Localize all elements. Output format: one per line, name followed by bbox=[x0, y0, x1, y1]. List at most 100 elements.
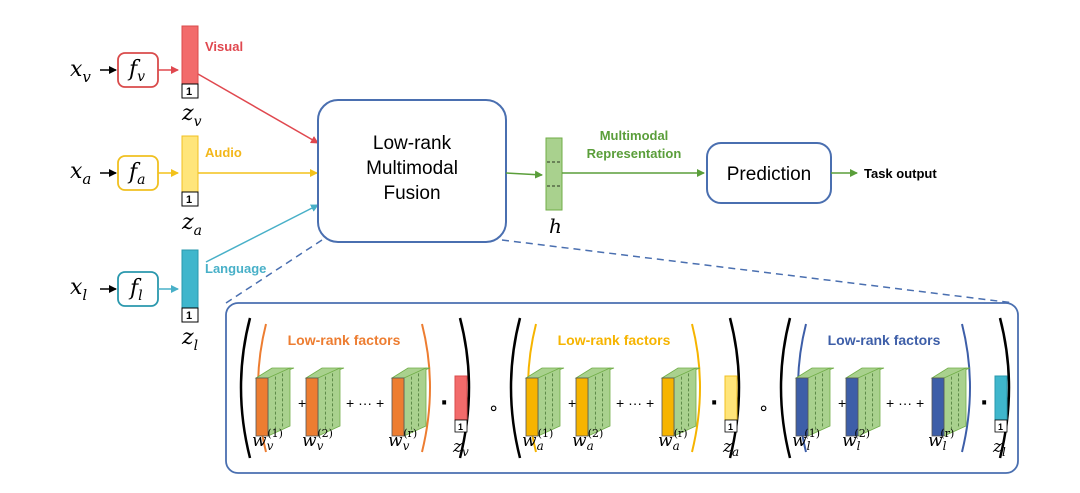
factor-slab-2-0-side bbox=[807, 367, 831, 437]
visual-to-fusion-arrow bbox=[197, 73, 319, 144]
z-vector-v bbox=[181, 25, 199, 85]
factor-title-0: Low-rank factors bbox=[288, 332, 401, 348]
outer-paren-right-2 bbox=[998, 317, 1011, 459]
factor-slab-2-2-side bbox=[943, 367, 967, 437]
dot-0: · bbox=[440, 391, 448, 416]
factor-slab-0-1-side bbox=[317, 367, 341, 437]
z-one-cell-l bbox=[181, 307, 199, 323]
w-label-1-0: wa(1) bbox=[522, 427, 553, 453]
input-x-l: xl bbox=[70, 275, 87, 304]
z-label-v: zv bbox=[181, 101, 202, 130]
outer-paren-left-0 bbox=[239, 317, 252, 459]
factor-slab-0-0-side bbox=[267, 367, 291, 437]
hadamard-op-0: ∘ bbox=[488, 398, 499, 419]
plus-dots-plus-0: + ··· + bbox=[346, 395, 384, 411]
z-one-label-l: 1 bbox=[186, 310, 192, 322]
w-label-0-0: wv(1) bbox=[252, 427, 283, 453]
plus-dots-plus-1: + ··· + bbox=[616, 395, 654, 411]
h-vector bbox=[545, 137, 563, 211]
z-label-l: zl bbox=[181, 325, 198, 354]
factor-slab-2-2-front bbox=[931, 377, 945, 437]
inner-bracket-right-1 bbox=[691, 323, 701, 453]
plus-2: + bbox=[838, 395, 846, 411]
factor-title-2: Low-rank factors bbox=[828, 332, 941, 348]
factor-slab-1-1-front bbox=[575, 377, 589, 437]
factor-slab-0-0-front bbox=[255, 377, 269, 437]
z-small-label-2: zl bbox=[992, 437, 1006, 459]
factor-slab-1-2-front bbox=[661, 377, 675, 437]
factor-slab-1-1-side bbox=[587, 367, 611, 437]
w-label-1-1: wa(2) bbox=[572, 427, 603, 453]
task-output-label: Task output bbox=[864, 166, 937, 181]
dot-2: · bbox=[980, 391, 988, 416]
zoom-line-right bbox=[501, 239, 1015, 304]
z-small-one-label-2: 1 bbox=[998, 422, 1003, 432]
factor-slab-1-0-side bbox=[537, 367, 561, 437]
z-small-label-0: zv bbox=[452, 437, 469, 459]
z-small-vector-2 bbox=[994, 375, 1008, 421]
modality-label-visual: Visual bbox=[205, 39, 243, 54]
representation-label-line2: Representation bbox=[587, 146, 682, 161]
fusion-to-h-arrow bbox=[505, 170, 543, 179]
outer-paren-right-0 bbox=[458, 317, 471, 459]
z-small-label-1: za bbox=[722, 437, 739, 459]
dot-1: · bbox=[710, 391, 718, 416]
outer-paren-right-1 bbox=[728, 317, 741, 459]
factor-slab-0-2-side bbox=[403, 367, 427, 437]
factor-slab-2-1-side bbox=[857, 367, 881, 437]
fusion-label-line2: Multimodal bbox=[366, 158, 458, 179]
w-label-0-2: wv(r) bbox=[388, 427, 417, 453]
fusion-box bbox=[317, 99, 507, 243]
language-row: xl fl 1 Language zl bbox=[70, 204, 319, 354]
z-small-vector-0 bbox=[454, 375, 468, 421]
w-label-2-1: wl(2) bbox=[842, 427, 870, 453]
factor-slab-1-0-front bbox=[525, 377, 539, 437]
visual-row: xv fv 1 Visual zv bbox=[70, 25, 319, 144]
hadamard-op-1: ∘ bbox=[758, 398, 769, 419]
prediction-label: Prediction bbox=[727, 164, 812, 185]
z-label-a: za bbox=[181, 210, 202, 239]
w-label-2-0: wl(1) bbox=[792, 427, 820, 453]
factor-slab-0-2-front bbox=[391, 377, 405, 437]
input-x-a: xa bbox=[70, 159, 91, 188]
z-one-cell-a bbox=[181, 191, 199, 207]
inner-bracket-right-0 bbox=[421, 323, 431, 453]
outer-paren-left-1 bbox=[509, 317, 522, 459]
plus-0: + bbox=[298, 395, 306, 411]
factor-title-1: Low-rank factors bbox=[558, 332, 671, 348]
inner-bracket-right-2 bbox=[961, 323, 971, 453]
z-small-one-label-1: 1 bbox=[728, 422, 733, 432]
plus-dots-plus-2: + ··· + bbox=[886, 395, 924, 411]
z-small-one-label-0: 1 bbox=[458, 422, 463, 432]
language-to-fusion-arrow bbox=[205, 204, 319, 263]
z-small-one-cell-2 bbox=[994, 419, 1008, 433]
z-small-one-cell-1 bbox=[724, 419, 738, 433]
expanded-panel bbox=[225, 302, 1019, 474]
representation-label-line1: Multimodal bbox=[600, 128, 669, 143]
fusion-label-line1: Low-rank bbox=[373, 133, 452, 154]
z-vector-a bbox=[181, 135, 199, 193]
z-one-cell-v bbox=[181, 83, 199, 99]
z-small-one-cell-0 bbox=[454, 419, 468, 433]
plus-1: + bbox=[568, 395, 576, 411]
factor-groups: Low-rank factors + + ··· + wv(1) wv(2) wv(r) ·… bbox=[239, 317, 1011, 459]
factor-slab-1-2-side bbox=[673, 367, 697, 437]
fusion-label-line3: Fusion bbox=[383, 183, 440, 204]
z-one-label-v: 1 bbox=[186, 86, 192, 98]
factor-slab-0-1-front bbox=[305, 377, 319, 437]
modality-label-audio: Audio bbox=[205, 145, 242, 160]
factor-slab-2-0-front bbox=[795, 377, 809, 437]
z-vector-l bbox=[181, 249, 199, 309]
factor-slab-2-1-front bbox=[845, 377, 859, 437]
z-one-label-a: 1 bbox=[186, 194, 192, 206]
outer-paren-left-2 bbox=[779, 317, 792, 459]
w-label-1-2: wa(r) bbox=[658, 427, 688, 453]
modality-label-language: Language bbox=[205, 261, 266, 276]
h-label: h bbox=[549, 214, 562, 238]
w-label-2-2: wl(r) bbox=[928, 427, 954, 453]
input-x-v: xv bbox=[70, 57, 91, 86]
audio-row: xa fa 1 Audio za bbox=[70, 135, 318, 239]
w-label-0-1: wv(2) bbox=[302, 427, 333, 453]
z-small-vector-1 bbox=[724, 375, 738, 421]
